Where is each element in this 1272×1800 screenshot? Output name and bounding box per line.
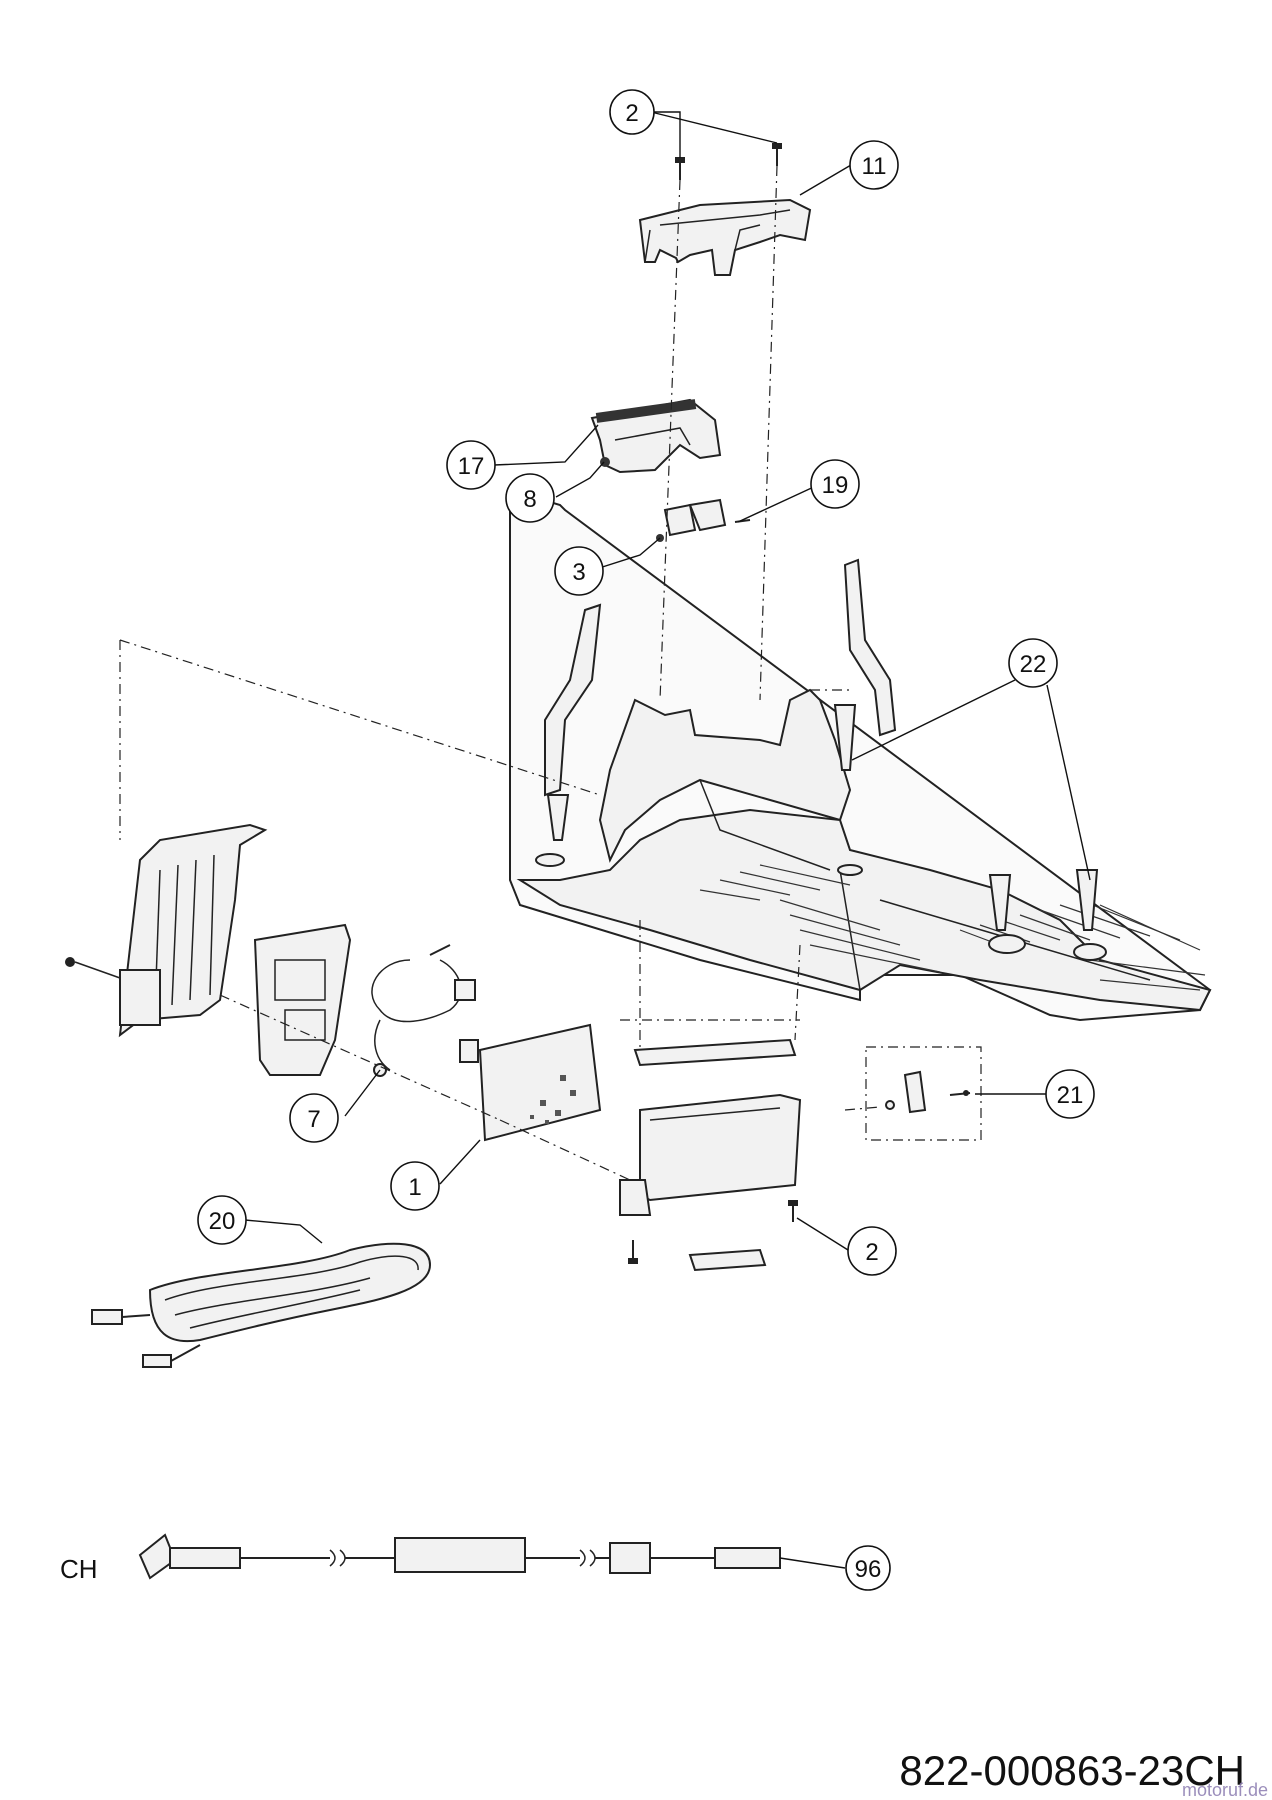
- variant-label: CH: [60, 1554, 98, 1584]
- svg-text:20: 20: [209, 1208, 236, 1235]
- peg-mid: [833, 704, 857, 771]
- callout-2-bottom: 2: [847, 1226, 897, 1276]
- callout-21: 21: [1045, 1069, 1095, 1119]
- callout-2-top: 2: [609, 89, 655, 135]
- peg-left: [546, 794, 570, 841]
- sensor-bracket-part: [656, 498, 751, 542]
- callout-22: 22: [1008, 638, 1058, 688]
- callout-8: 8: [505, 473, 555, 523]
- cable-coil-part: [91, 1242, 432, 1368]
- peg-right-b: [1075, 869, 1099, 931]
- side-rail-left: [544, 603, 602, 797]
- svg-text:17: 17: [458, 453, 485, 480]
- svg-text:3: 3: [572, 559, 585, 586]
- screw-pair-top: [675, 143, 782, 180]
- callout-20: 20: [197, 1195, 247, 1245]
- clip-assembly-part: [844, 1046, 982, 1141]
- callout-7: 7: [289, 1093, 339, 1143]
- rear-cover-part: [65, 823, 268, 1038]
- svg-text:19: 19: [822, 472, 849, 499]
- callout-19: 19: [810, 459, 860, 509]
- part-number-label: 822-000863-23CH: [899, 1747, 1245, 1794]
- svg-text:2: 2: [865, 1239, 878, 1266]
- svg-text:11: 11: [862, 153, 887, 180]
- base-plate-part: [509, 488, 1212, 1022]
- top-plate-part: [590, 398, 722, 474]
- wiring-harness-part: [371, 944, 479, 1077]
- callout-17: 17: [446, 440, 496, 490]
- svg-text:1: 1: [408, 1174, 421, 1201]
- alignment-lines: [119, 165, 850, 1181]
- callout-96: 96: [845, 1545, 891, 1591]
- battery-box-part: [619, 1038, 802, 1272]
- svg-text:8: 8: [523, 486, 536, 513]
- svg-text:7: 7: [307, 1106, 320, 1133]
- callout-3: 3: [554, 546, 604, 596]
- leader-lines: [244, 111, 1091, 1569]
- svg-text:96: 96: [855, 1556, 882, 1583]
- svg-text:22: 22: [1020, 651, 1047, 678]
- side-rail-right: [843, 558, 897, 737]
- watermark-label: motoruf.de: [1182, 1780, 1268, 1800]
- circuit-board-part: [478, 1023, 602, 1142]
- top-cover-part: [638, 198, 812, 276]
- power-supply-part: [138, 1533, 781, 1580]
- mounting-bracket-part: [253, 923, 352, 1076]
- callout-11: 11: [849, 140, 899, 190]
- peg-right-a: [988, 874, 1012, 931]
- svg-text:21: 21: [1057, 1082, 1084, 1109]
- svg-text:2: 2: [625, 100, 638, 127]
- callout-1: 1: [390, 1161, 440, 1211]
